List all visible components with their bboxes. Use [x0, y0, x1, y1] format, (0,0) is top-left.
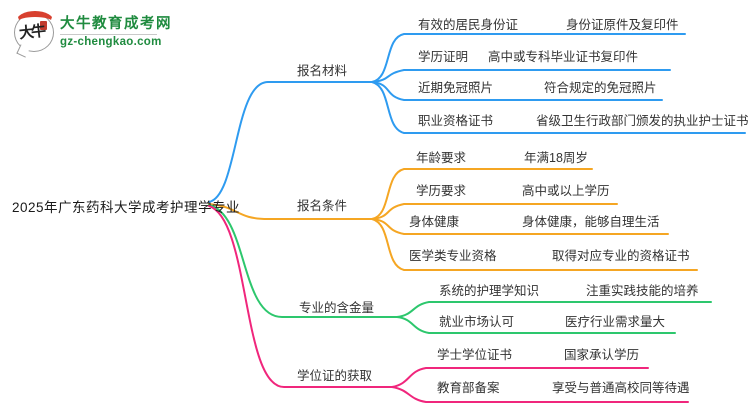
branch-label-materials[interactable]: 报名材料 — [297, 64, 348, 78]
logo-red-arc-icon — [16, 11, 54, 32]
leaf-label[interactable]: 年龄要求 — [416, 151, 467, 165]
logo-bull-icon: 大牛 — [14, 11, 54, 58]
logo-characters: 大牛 — [18, 21, 44, 43]
logo-seal-icon — [40, 21, 47, 30]
leaf-label[interactable]: 学历证明 — [418, 50, 469, 64]
leaf-label[interactable]: 系统的护理学知识 — [439, 284, 540, 298]
leaf-label[interactable]: 职业资格证书 — [418, 114, 494, 128]
leaf-value[interactable]: 身体健康，能够自理生活 — [522, 215, 660, 229]
leaf-label[interactable]: 近期免冠照片 — [418, 81, 494, 95]
leaf-label[interactable]: 有效的居民身份证 — [418, 18, 519, 32]
leaf-label[interactable]: 学历要求 — [416, 184, 467, 198]
leaf-value[interactable]: 身份证原件及复印件 — [566, 18, 679, 32]
leaf-value[interactable]: 高中或专科毕业证书复印件 — [488, 50, 639, 64]
leaf-value[interactable]: 注重实践技能的培养 — [586, 284, 699, 298]
leaf-value[interactable]: 高中或以上学历 — [522, 184, 610, 198]
branch-conditions-lines — [208, 168, 698, 271]
leaf-value[interactable]: 取得对应专业的资格证书 — [552, 249, 690, 263]
leaf-label[interactable]: 教育部备案 — [437, 381, 500, 395]
logo-site-name: 大牛教育成考网 — [60, 16, 172, 32]
leaf-value[interactable]: 符合规定的免冠照片 — [544, 81, 657, 95]
leaf-label[interactable]: 学士学位证书 — [437, 348, 513, 362]
branch-materials-lines — [208, 33, 746, 203]
branch-label-degree[interactable]: 学位证的获取 — [297, 369, 373, 383]
leaf-label[interactable]: 身体健康 — [409, 215, 460, 229]
leaf-value[interactable]: 年满18周岁 — [524, 151, 588, 165]
leaf-value[interactable]: 国家承认学历 — [564, 348, 640, 362]
leaf-value[interactable]: 省级卫生行政部门颁发的执业护士证书 — [536, 114, 749, 128]
central-topic[interactable]: 2025年广东药科大学成考护理学专业 — [12, 200, 241, 215]
leaf-label[interactable]: 医学类专业资格 — [409, 249, 497, 263]
site-logo[interactable]: 大牛 大牛教育成考网 gz-chengkao.com — [14, 11, 172, 58]
leaf-value[interactable]: 医疗行业需求量大 — [565, 315, 666, 329]
logo-site-url: gz-chengkao.com — [60, 36, 162, 48]
logo-text-column: 大牛教育成考网 gz-chengkao.com — [60, 13, 172, 48]
branch-label-conditions[interactable]: 报名条件 — [297, 199, 348, 213]
logo-divider — [60, 34, 157, 35]
branch-value-lines — [208, 204, 712, 334]
branch-label-value[interactable]: 专业的含金量 — [299, 301, 375, 315]
leaf-value[interactable]: 享受与普通高校同等待遇 — [552, 381, 690, 395]
leaf-label[interactable]: 就业市场认可 — [439, 315, 515, 329]
branch-degree-lines — [208, 205, 689, 403]
